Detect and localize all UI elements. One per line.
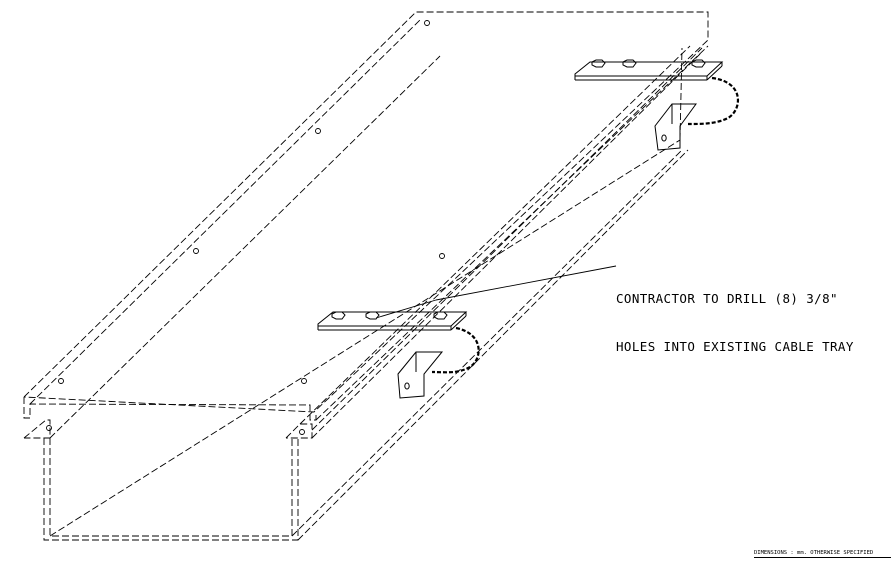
upper-bracket-assembly [575, 60, 738, 150]
lower-angle-clip [398, 352, 442, 398]
tray-left-flange [24, 420, 50, 438]
lower-bracket-assembly [318, 312, 479, 398]
upper-angle-clip [655, 104, 696, 150]
tray-cover-outline [24, 12, 708, 412]
drill-note-callout: CONTRACTOR TO DRILL (8) 3/8" HOLES INTO … [616, 259, 854, 371]
tray-channel-front [50, 438, 292, 536]
lower-chain [432, 328, 479, 372]
tray-cover-lip [24, 397, 316, 420]
dimensions-note: DIMENSIONS : mm. OTHERWISE SPECIFIED [754, 549, 891, 558]
lower-bolt-heads [332, 312, 447, 319]
callout-line-2: HOLES INTO EXISTING CABLE TRAY [616, 339, 854, 354]
tray-right-flange [286, 424, 312, 438]
upper-bolt-heads [592, 60, 705, 67]
upper-chain [688, 78, 738, 124]
lower-bolt-plate [318, 312, 466, 326]
upper-bolt-plate [575, 62, 722, 76]
cable-tray [24, 12, 708, 540]
cover-holes [46, 20, 445, 435]
callout-leader [376, 266, 616, 318]
callout-line-1: CONTRACTOR TO DRILL (8) 3/8" [616, 291, 838, 306]
